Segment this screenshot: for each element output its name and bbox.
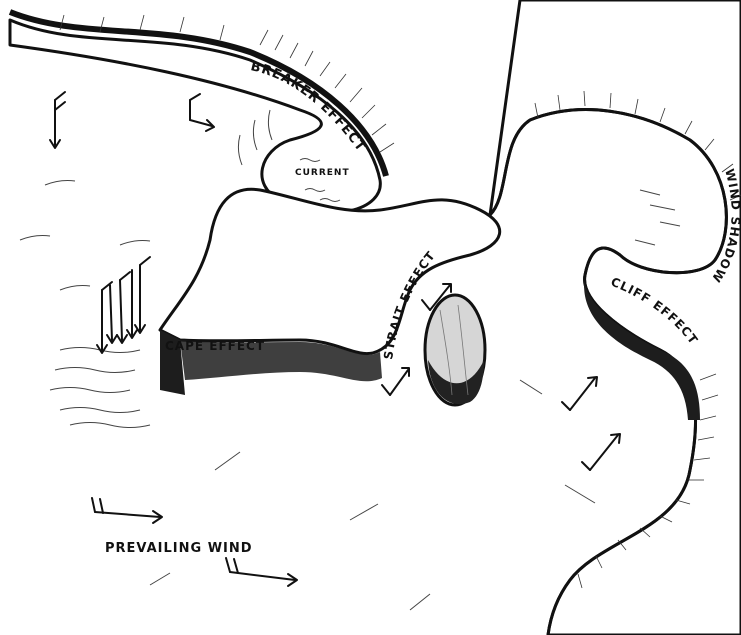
wind-arrow-north-center	[190, 94, 214, 131]
wind-arrows-bay	[562, 377, 620, 470]
island	[425, 295, 485, 405]
wind-arrows-cape-gust	[97, 257, 150, 353]
wind-arrow-northwest	[50, 92, 65, 148]
cape-effect-label: CAPE EFFECT	[165, 339, 265, 353]
prevailing-wind-label: PREVAILING WIND	[105, 541, 253, 556]
east-bay-coast: WIND SHADOW CLIFF EFFECT	[490, 0, 741, 635]
north-coast: BREAKER EFFECT CURRENT	[10, 12, 394, 213]
current-label: CURRENT	[295, 168, 350, 178]
